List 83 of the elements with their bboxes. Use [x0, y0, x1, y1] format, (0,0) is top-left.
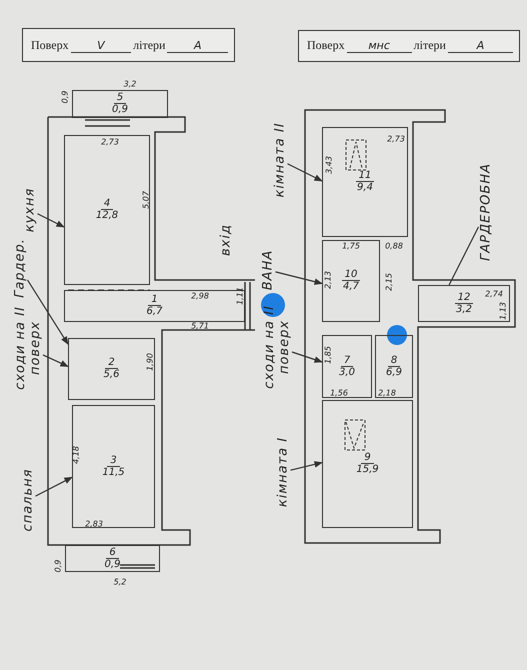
room-area: 5,6 — [104, 369, 120, 381]
dimension-value: 3,2 — [124, 80, 136, 88]
room-name-label: сходи на ІІ поверх — [13, 306, 43, 390]
dimension-value: 1,90 — [146, 353, 154, 371]
dimension-value: 2,18 — [378, 388, 396, 398]
dimension-value: 1,75 — [342, 242, 360, 250]
room-outline — [322, 335, 372, 398]
header-box — [298, 30, 520, 62]
room-area: 6,9 — [386, 366, 402, 378]
room-number: 7 — [340, 354, 354, 366]
room-area: 11,5 — [102, 466, 125, 478]
room-area: 0,9 — [104, 558, 120, 570]
room-outline — [375, 335, 413, 398]
room-name-label: ВАНА — [260, 250, 276, 290]
header-box — [22, 28, 235, 62]
room-outline — [418, 285, 510, 322]
room-area: 12,8 — [96, 210, 118, 222]
room-outline — [322, 127, 408, 237]
dimension-value: 1,11 — [236, 287, 244, 305]
room-outline — [72, 90, 168, 118]
room-name-label: ГАРДЕРОБНА — [478, 163, 494, 261]
room-number: 9 — [361, 452, 374, 464]
leader-arrow — [287, 163, 323, 182]
room-name-label: спальня — [20, 468, 36, 532]
dimension-value: 3,43 — [324, 156, 334, 174]
room-outline — [64, 135, 150, 285]
dimension-value: 2,98 — [191, 292, 209, 300]
room-number: 12 — [454, 292, 474, 304]
fill-in-value: А — [167, 40, 228, 53]
dimension-value: 1,85 — [324, 346, 332, 364]
room-name-label: кімната ІІ — [272, 122, 288, 198]
room-outline — [65, 545, 160, 572]
leader-arrow — [27, 280, 68, 345]
fill-in-value: мнс — [346, 40, 412, 53]
room-name-label: кухня — [22, 188, 38, 232]
room-number: 4 — [100, 198, 114, 210]
room-area: 9,4 — [357, 182, 373, 194]
room-outline — [72, 405, 155, 528]
room-area: 4,7 — [343, 281, 359, 293]
dimension-value: 1,13 — [498, 302, 508, 320]
leader-line — [448, 226, 480, 286]
room-number: 11 — [356, 170, 374, 182]
dimension-value: 2,13 — [324, 271, 332, 289]
dimension-value: 2,73 — [101, 138, 119, 146]
room-area: 3,2 — [456, 304, 472, 316]
room-number: 8 — [388, 354, 400, 366]
fill-in-value: V — [70, 40, 132, 53]
room-area: 15,9 — [356, 464, 379, 476]
room-name-label: кімната І — [276, 436, 290, 508]
room-area: 3,0 — [339, 366, 355, 378]
room-number: 5 — [114, 92, 126, 104]
leader-arrow — [37, 213, 65, 228]
room-number: 3 — [107, 454, 120, 466]
leader-arrow — [275, 271, 323, 285]
leader-arrow — [290, 461, 323, 471]
room-outline — [322, 240, 380, 322]
fill-in-value: А — [448, 40, 513, 53]
room-outline — [322, 400, 413, 528]
room-area: 6,7 — [146, 306, 162, 318]
room-number: 2 — [105, 357, 118, 369]
room-outline — [68, 338, 155, 400]
room-name-label: сходи на ІІ поверх — [262, 305, 292, 389]
field-label: Поверх — [307, 38, 345, 53]
field-label: літери — [414, 38, 446, 53]
field-label: Поверх — [31, 38, 69, 53]
room-area: 0,9 — [112, 104, 128, 116]
dimension-value: 1,56 — [330, 388, 348, 398]
leader-arrow — [35, 476, 73, 497]
room-number: 10 — [342, 269, 360, 281]
dimension-value: 2,83 — [85, 520, 103, 528]
room-number: 6 — [106, 546, 119, 558]
field-label: літери — [133, 38, 166, 53]
dimension-value: 4,18 — [72, 446, 80, 464]
dimension-value: 0,88 — [385, 242, 403, 250]
leader-arrow — [42, 354, 69, 367]
room-number: 1 — [148, 294, 161, 306]
dimension-value: 5,07 — [142, 191, 150, 209]
dimension-value: 2,74 — [485, 290, 503, 298]
room-name-label: Гардер. — [12, 238, 28, 298]
room-outline — [64, 290, 245, 322]
entrance-label: вхід — [218, 224, 234, 256]
leader-arrow — [292, 351, 323, 363]
dimension-value: 2,73 — [387, 134, 405, 144]
